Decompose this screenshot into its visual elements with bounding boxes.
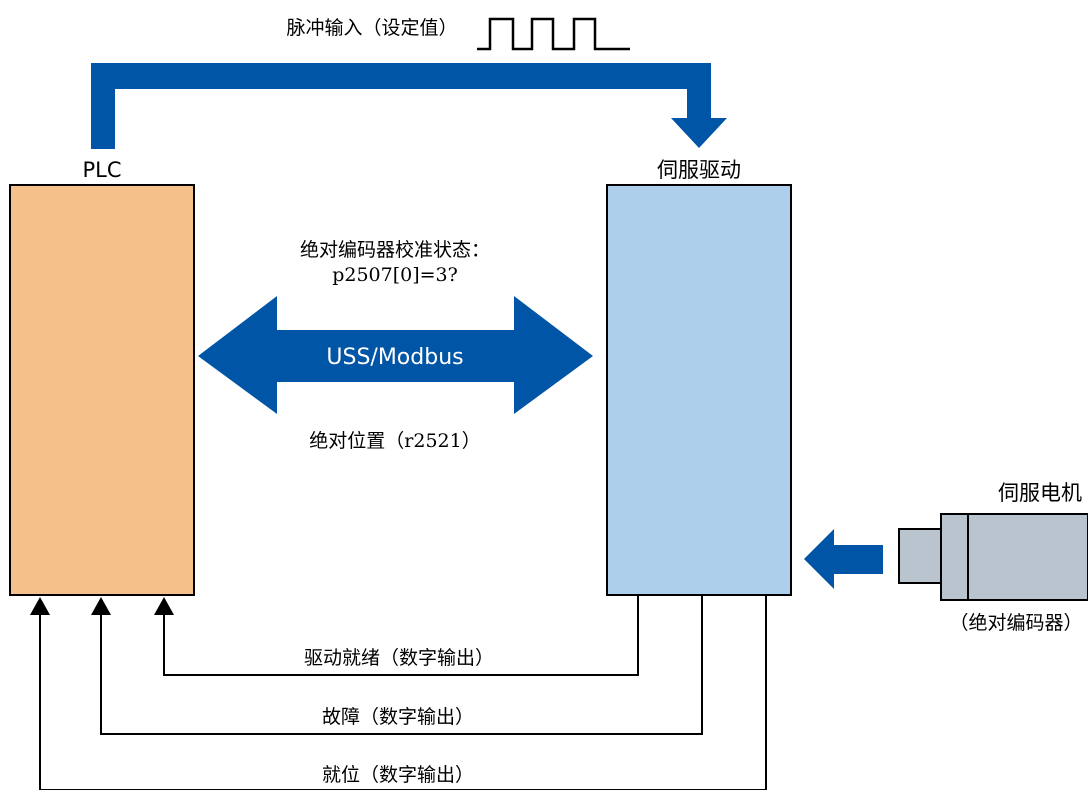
servo-motor-label: 伺服电机 <box>998 481 1082 505</box>
servo-drive-box <box>606 184 792 596</box>
motor-body <box>940 513 1088 601</box>
absolute-position-label: 绝对位置（r2521） <box>309 430 480 452</box>
comm-double-arrow <box>198 296 593 414</box>
fault-arrowhead <box>91 597 111 615</box>
plc-label: PLC <box>82 158 121 182</box>
in-position-signal-label: 就位（数字输出） <box>322 764 474 786</box>
servo-drive-label: 伺服驱动 <box>657 158 741 182</box>
in-position-signal-line <box>39 595 767 790</box>
motor-shaft <box>898 528 942 584</box>
ready-signal-label: 驱动就绪（数字输出） <box>304 647 494 669</box>
encoder-feedback-arrow <box>804 529 883 589</box>
calibration-param-label: p2507[0]=3? <box>332 264 458 286</box>
fault-signal-line <box>100 595 703 735</box>
ready-arrowhead <box>154 597 174 615</box>
plc-box <box>9 184 195 596</box>
in-position-arrowhead <box>30 597 50 615</box>
pulse-command-arrow <box>91 63 727 149</box>
pulse-waveform <box>477 17 630 51</box>
ready-signal-line <box>163 595 639 676</box>
fault-signal-label: 故障（数字输出） <box>322 706 474 728</box>
pulse-input-label: 脉冲输入（设定值） <box>286 17 457 39</box>
protocol-label: USS/Modbus <box>326 345 463 370</box>
calibration-status-label: 绝对编码器校准状态： <box>300 239 490 261</box>
absolute-encoder-label: （绝对编码器） <box>949 612 1082 634</box>
